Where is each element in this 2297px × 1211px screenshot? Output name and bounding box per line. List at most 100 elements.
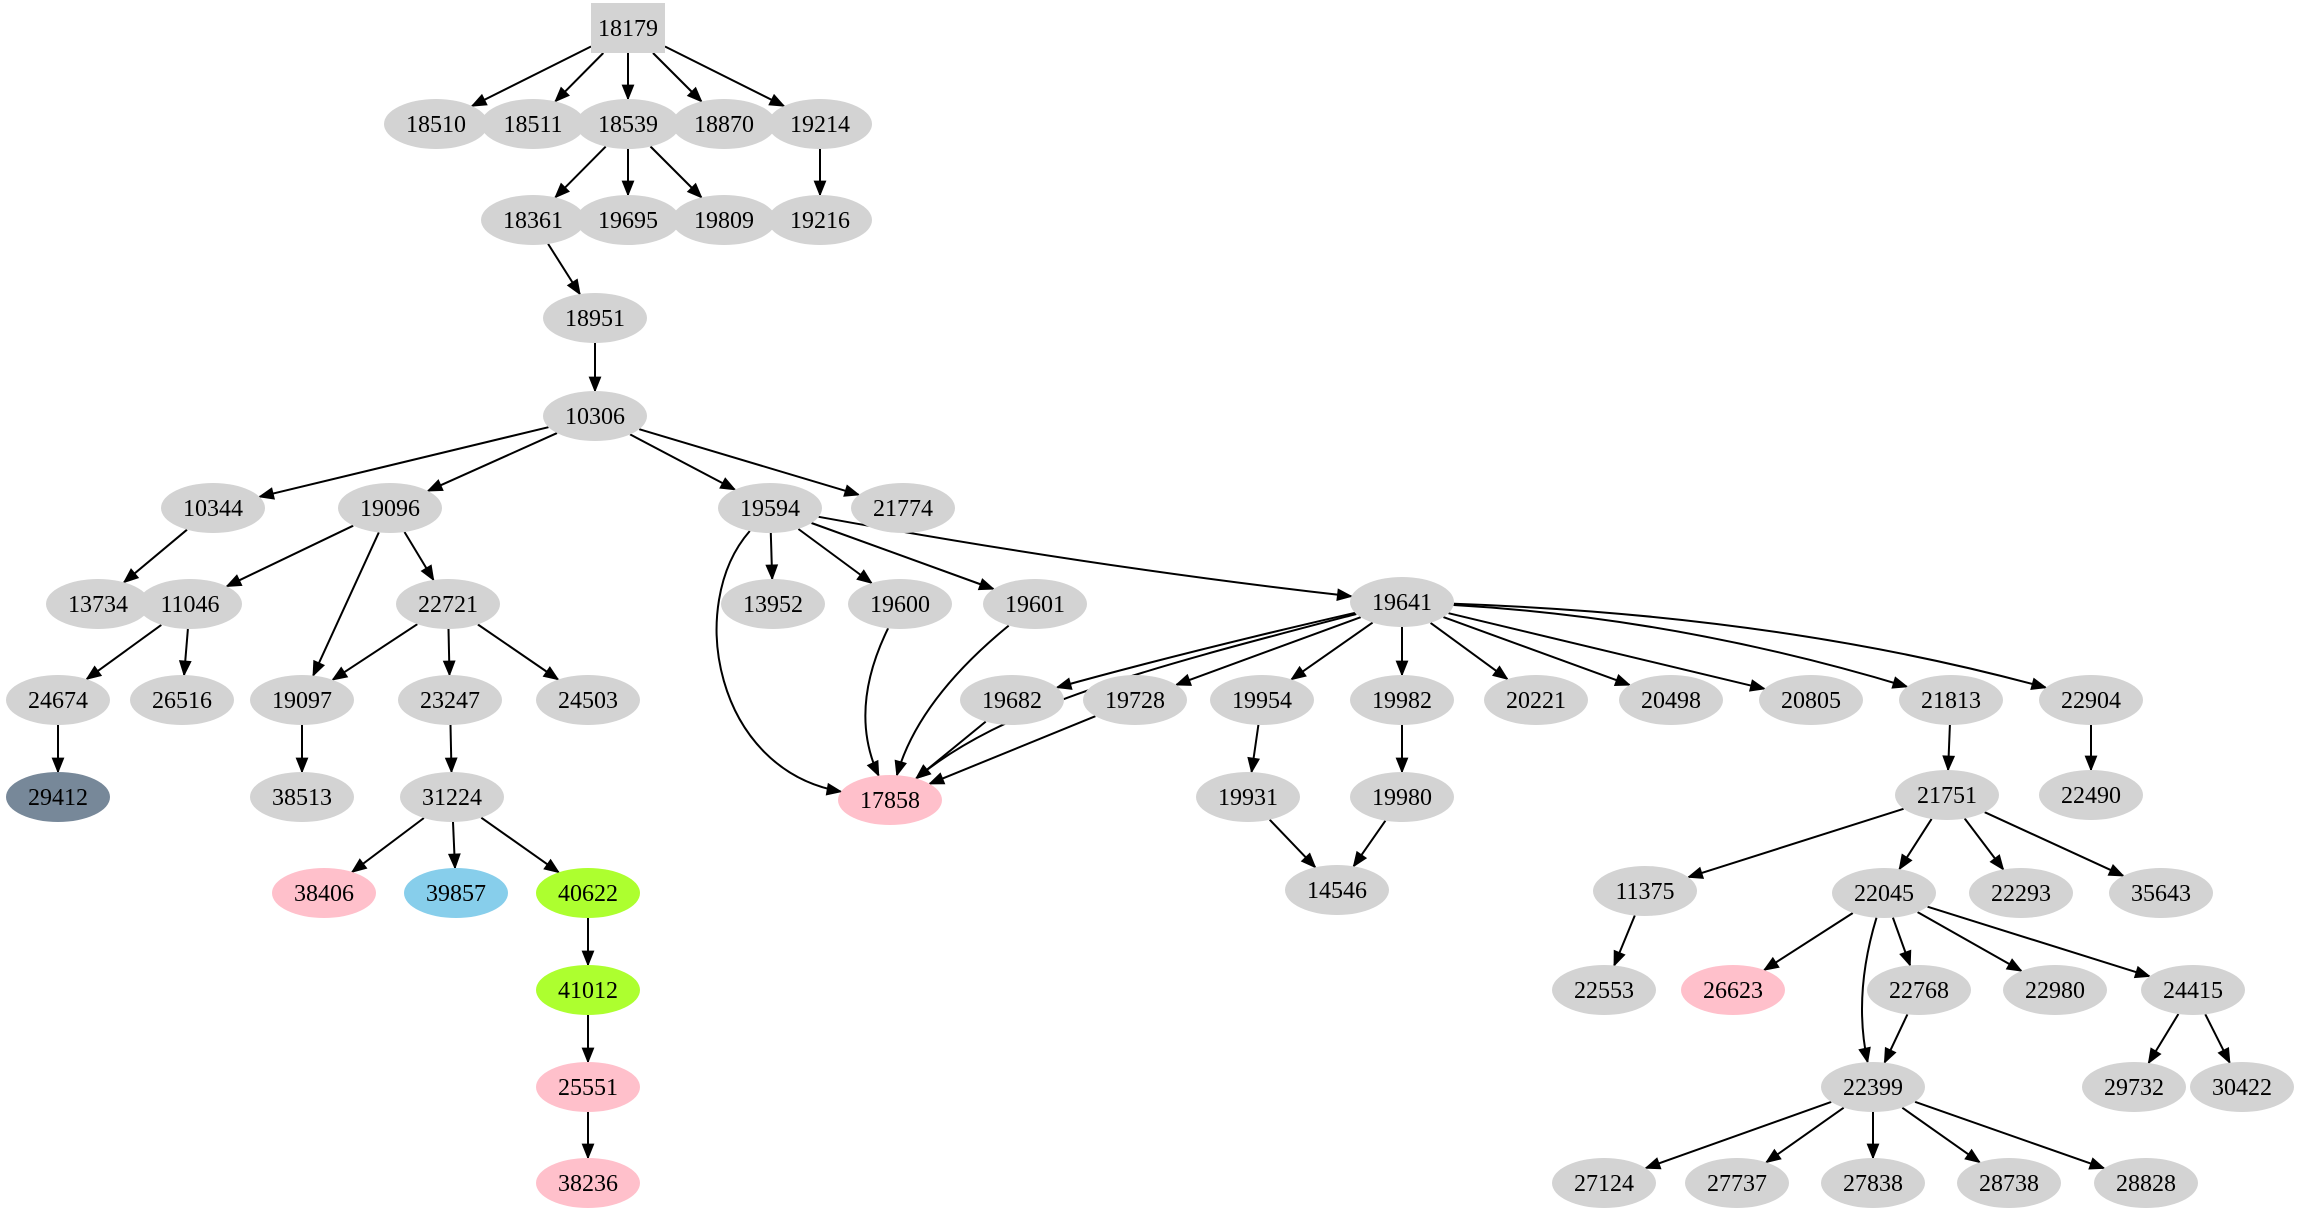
graph-edge-19641-21813 <box>1453 604 1909 689</box>
node-label: 19601 <box>1005 592 1065 618</box>
node-ellipse-shape <box>1210 675 1314 725</box>
graph-node-18179: 18179 <box>591 3 665 53</box>
node-ellipse-shape <box>1832 868 1936 918</box>
node-label: 19097 <box>272 688 332 714</box>
graph-edge-19096-22721 <box>403 531 435 582</box>
node-label: 28828 <box>2116 1171 2176 1197</box>
graph-node-19097: 19097 <box>250 675 354 725</box>
graph-edge-19954-19931 <box>1247 724 1260 774</box>
graph-node-19728: 19728 <box>1083 675 1187 725</box>
edges-layer <box>51 45 2231 1170</box>
graph-edge-18179-18870 <box>652 52 703 103</box>
node-ellipse-shape <box>161 483 265 533</box>
node-label: 18511 <box>503 112 562 138</box>
graph-edge-21813-21751 <box>1942 724 1956 772</box>
graph-node-22293: 22293 <box>1969 868 2073 918</box>
graph-edge-19594-19601 <box>811 522 996 591</box>
node-label: 19954 <box>1232 688 1292 714</box>
graph-edge-19728-17858 <box>928 715 1096 785</box>
graph-node-19682: 19682 <box>960 675 1064 725</box>
graph-node-24674: 24674 <box>6 675 110 725</box>
graph-edge-10306-10344 <box>257 426 549 500</box>
graph-edge-19641-19954 <box>1290 621 1374 681</box>
graph-node-38236: 38236 <box>536 1158 640 1208</box>
node-ellipse-shape <box>1285 865 1389 915</box>
node-label: 24503 <box>558 688 618 714</box>
node-ellipse-shape <box>536 1062 640 1112</box>
graph-edge-11046-26516 <box>178 628 192 677</box>
graph-node-17858: 17858 <box>838 775 942 825</box>
graph-node-28828: 28828 <box>2094 1158 2198 1208</box>
graph-node-19695: 19695 <box>576 195 680 245</box>
graph-node-22399: 22399 <box>1821 1062 1925 1112</box>
graph-node-19954: 19954 <box>1210 675 1314 725</box>
node-label: 27737 <box>1707 1171 1767 1197</box>
graph-edge-18539-18361 <box>554 145 607 199</box>
node-label: 20805 <box>1781 688 1841 714</box>
node-ellipse-shape <box>1685 1158 1789 1208</box>
node-ellipse-shape <box>6 675 110 725</box>
graph-edge-10344-13734 <box>122 528 188 584</box>
node-ellipse-shape <box>1681 965 1785 1015</box>
node-label: 22490 <box>2061 783 2121 809</box>
node-label: 21813 <box>1921 688 1981 714</box>
node-label: 11046 <box>160 592 219 618</box>
node-label: 22768 <box>1889 978 1949 1004</box>
graph-node-18511: 18511 <box>481 99 585 149</box>
graph-edge-22399-27737 <box>1764 1106 1845 1164</box>
graph-node-19214: 19214 <box>768 99 872 149</box>
node-label: 22980 <box>2025 978 2085 1004</box>
node-label: 29412 <box>28 785 88 811</box>
node-label: 27838 <box>1843 1171 1903 1197</box>
node-ellipse-shape <box>1899 675 2003 725</box>
graph-edge-10306-19594 <box>629 433 737 491</box>
node-ellipse-shape <box>138 579 242 629</box>
graph-edge-19931-14546 <box>1268 819 1317 869</box>
graph-edge-22721-24503 <box>477 623 560 681</box>
node-label: 19682 <box>982 688 1042 714</box>
node-label: 22904 <box>2061 688 2121 714</box>
graph-node-27737: 27737 <box>1685 1158 1789 1208</box>
graph-edge-19594-13952 <box>765 532 779 581</box>
node-ellipse-shape <box>400 772 504 822</box>
node-label: 22721 <box>418 592 478 618</box>
node-ellipse-shape <box>1957 1158 2061 1208</box>
graph-edge-19096-19097 <box>312 531 380 678</box>
graph-node-38513: 38513 <box>250 772 354 822</box>
graph-node-19096: 19096 <box>338 483 442 533</box>
node-label: 10306 <box>565 404 625 430</box>
graph-node-41012: 41012 <box>536 965 640 1015</box>
node-label: 26623 <box>1703 978 1763 1004</box>
node-ellipse-shape <box>384 99 488 149</box>
graph-node-18361: 18361 <box>481 195 585 245</box>
node-ellipse-shape <box>1759 675 1863 725</box>
node-label: 29732 <box>2104 1075 2164 1101</box>
graph-node-18539: 18539 <box>576 99 680 149</box>
graph-edge-22045-22768 <box>1891 917 1912 967</box>
node-label: 25551 <box>558 1075 618 1101</box>
node-label: 30422 <box>2212 1075 2272 1101</box>
graph-node-25551: 25551 <box>536 1062 640 1112</box>
node-label: 20498 <box>1641 688 1701 714</box>
node-label: 18951 <box>565 306 625 332</box>
graph-edge-11046-24674 <box>85 624 162 681</box>
graph-edge-24415-29732 <box>2147 1013 2180 1065</box>
node-ellipse-shape <box>1593 866 1697 916</box>
graph-edge-21751-35643 <box>1984 811 2125 877</box>
node-label: 20221 <box>1506 688 1566 714</box>
node-ellipse-shape <box>130 675 234 725</box>
graph-edge-22721-19097 <box>331 623 418 681</box>
node-label: 22399 <box>1843 1075 1903 1101</box>
node-ellipse-shape <box>1895 770 1999 820</box>
graph-node-19600: 19600 <box>848 579 952 629</box>
node-label: 24674 <box>28 688 88 714</box>
graph-node-22490: 22490 <box>2039 770 2143 820</box>
graph-edge-19641-19728 <box>1174 616 1362 686</box>
node-box-shape <box>591 3 665 53</box>
node-ellipse-shape <box>2094 1158 2198 1208</box>
graph-edge-19641-20498 <box>1443 616 1632 686</box>
node-ellipse-shape <box>338 483 442 533</box>
graph-edge-24415-30422 <box>2204 1013 2231 1065</box>
